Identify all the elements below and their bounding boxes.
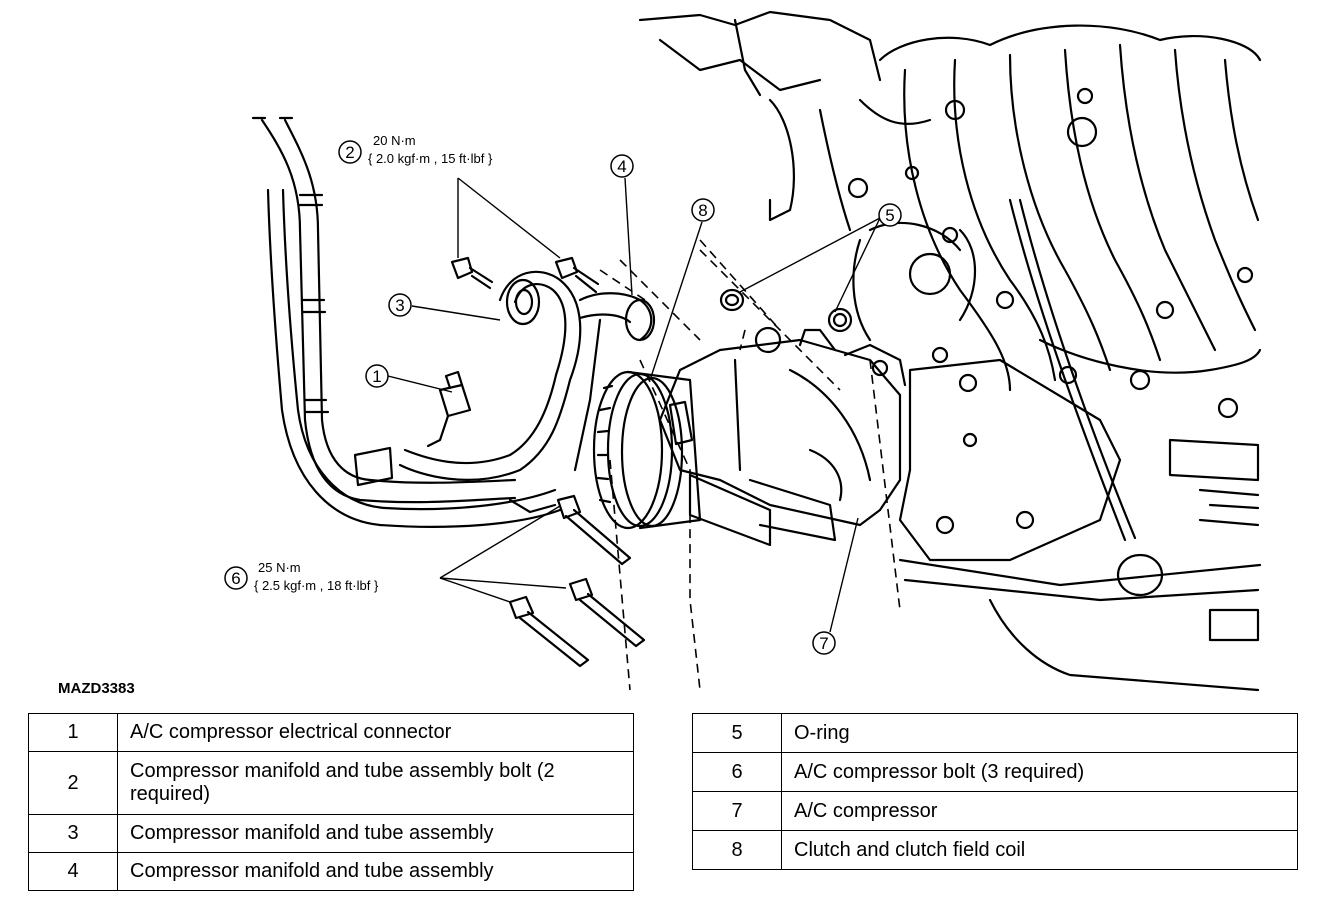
figure-code: MAZD3383	[58, 680, 135, 697]
legend-row: 6 A/C compressor bolt (3 required)	[692, 752, 1298, 792]
svg-text:{ 2.5 kgf·m , 18 ft·lbf }: { 2.5 kgf·m , 18 ft·lbf }	[254, 578, 379, 593]
svg-text:25 N·m: 25 N·m	[258, 560, 301, 575]
legend-description: Clutch and clutch field coil	[781, 830, 1298, 870]
clutch-pulley	[592, 370, 702, 530]
legend-description: O-ring	[781, 713, 1298, 753]
refrigerant-hoses	[251, 116, 656, 528]
exploded-view-illustration: 1 2 3 4 5 6 7 8 20 N	[224, 10, 1262, 692]
legend-row: 3 Compressor manifold and tube assembly	[28, 814, 634, 853]
svg-text:{ 2.0 kgf·m , 15 ft·lbf }: { 2.0 kgf·m , 15 ft·lbf }	[368, 151, 493, 166]
callout-8: 8	[691, 198, 715, 222]
svg-text:3: 3	[395, 296, 404, 315]
legend-number: 7	[692, 791, 782, 831]
callout-5: 5	[878, 203, 902, 227]
legend-row: 4 Compressor manifold and tube assembly	[28, 852, 634, 891]
callout-7: 7	[812, 631, 836, 655]
engine-block	[638, 10, 1262, 692]
o-rings	[719, 288, 853, 333]
legend-description: A/C compressor	[781, 791, 1298, 831]
callout-1: 1	[365, 364, 389, 388]
svg-text:4: 4	[617, 157, 626, 176]
legend-table-left: 1 A/C compressor electrical connector 2 …	[28, 713, 634, 891]
assembly-lines	[599, 239, 901, 691]
torque-spec-compressor-bolt: 25 N·m { 2.5 kgf·m , 18 ft·lbf }	[254, 560, 379, 593]
legend-number: 1	[28, 713, 118, 752]
svg-text:2: 2	[345, 143, 354, 162]
legend-row: 8 Clutch and clutch field coil	[692, 830, 1298, 870]
legend-number: 6	[692, 752, 782, 792]
legend-number: 2	[28, 751, 118, 815]
legend-description: Compressor manifold and tube assembly	[117, 852, 634, 891]
svg-text:8: 8	[698, 201, 707, 220]
callout-2: 2	[338, 140, 362, 164]
callout-4: 4	[610, 154, 634, 178]
legend-table-right: 5 O-ring 6 A/C compressor bolt (3 requir…	[692, 713, 1298, 870]
svg-text:20 N·m: 20 N·m	[373, 133, 416, 148]
ac-compressor	[658, 326, 907, 547]
legend-number: 5	[692, 713, 782, 753]
callout-3: 3	[388, 293, 412, 317]
legend-description: Compressor manifold and tube assembly bo…	[117, 751, 634, 815]
legend-number: 3	[28, 814, 118, 853]
callout-6: 6	[224, 566, 248, 590]
legend-row: 1 A/C compressor electrical connector	[28, 713, 634, 752]
torque-spec-manifold-bolt: 20 N·m { 2.0 kgf·m , 15 ft·lbf }	[368, 133, 493, 166]
callout-markers: 1 2 3 4 5 6 7 8	[224, 140, 902, 655]
svg-text:1: 1	[372, 367, 381, 386]
bolts	[450, 256, 646, 668]
legend-row: 2 Compressor manifold and tube assembly …	[28, 751, 634, 815]
legend-description: Compressor manifold and tube assembly	[117, 814, 634, 853]
svg-text:5: 5	[885, 206, 894, 225]
leader-lines	[387, 177, 881, 633]
legend-row: 5 O-ring	[692, 713, 1298, 753]
legend-number: 4	[28, 852, 118, 891]
legend-description: A/C compressor bolt (3 required)	[781, 752, 1298, 792]
legend-number: 8	[692, 830, 782, 870]
svg-text:7: 7	[819, 634, 828, 653]
svg-text:6: 6	[231, 569, 240, 588]
legend-row: 7 A/C compressor	[692, 791, 1298, 831]
legend-description: A/C compressor electrical connector	[117, 713, 634, 752]
